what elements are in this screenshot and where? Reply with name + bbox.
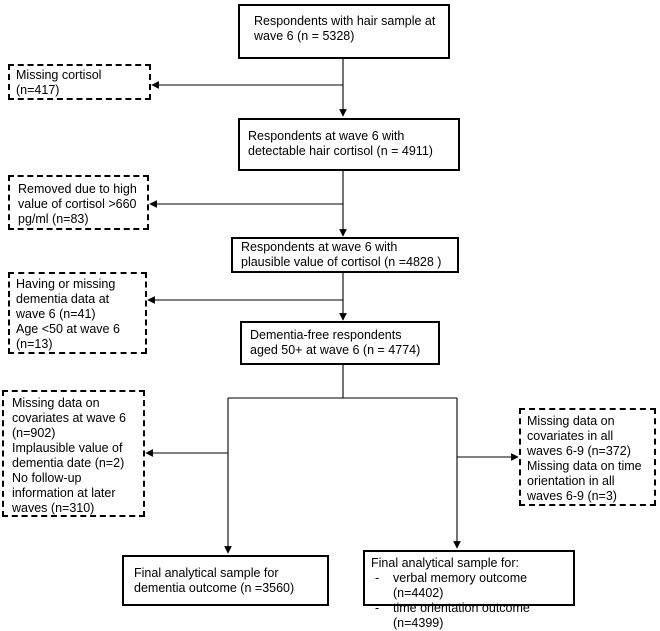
exclusion-dementia-age: Having or missing dementia data at wave … [8, 272, 147, 354]
box-hair-sample: Respondents with hair sample at wave 6 (… [238, 4, 450, 59]
box-plausible-cortisol: Respondents at wave 6 with plausible val… [231, 237, 459, 273]
exclusion-covariates-wave6: Missing data on covariates at wave 6 (n=… [2, 390, 145, 517]
box-final-dementia: Final analytical sample for dementia out… [122, 555, 329, 606]
list-item: verbal memory outcome (n=4402) [371, 571, 569, 601]
box-final-cognitive: Final analytical sample for: verbal memo… [363, 550, 575, 630]
box-detectable-cortisol: Respondents at wave 6 with detectable ha… [238, 118, 460, 171]
exclusion-missing-cortisol: Missing cortisol (n=417) [8, 64, 151, 100]
exclusion-covariates-all-waves: Missing data on covariates in all waves … [519, 408, 656, 506]
box-dementia-free: Dementia-free respondents aged 50+ at wa… [240, 321, 440, 365]
flowchart-connectors [145, 59, 519, 554]
exclusion-high-cortisol: Removed due to high value of cortisol >6… [8, 175, 149, 230]
list-item: time orientation outcome (n=4399) [371, 601, 569, 631]
